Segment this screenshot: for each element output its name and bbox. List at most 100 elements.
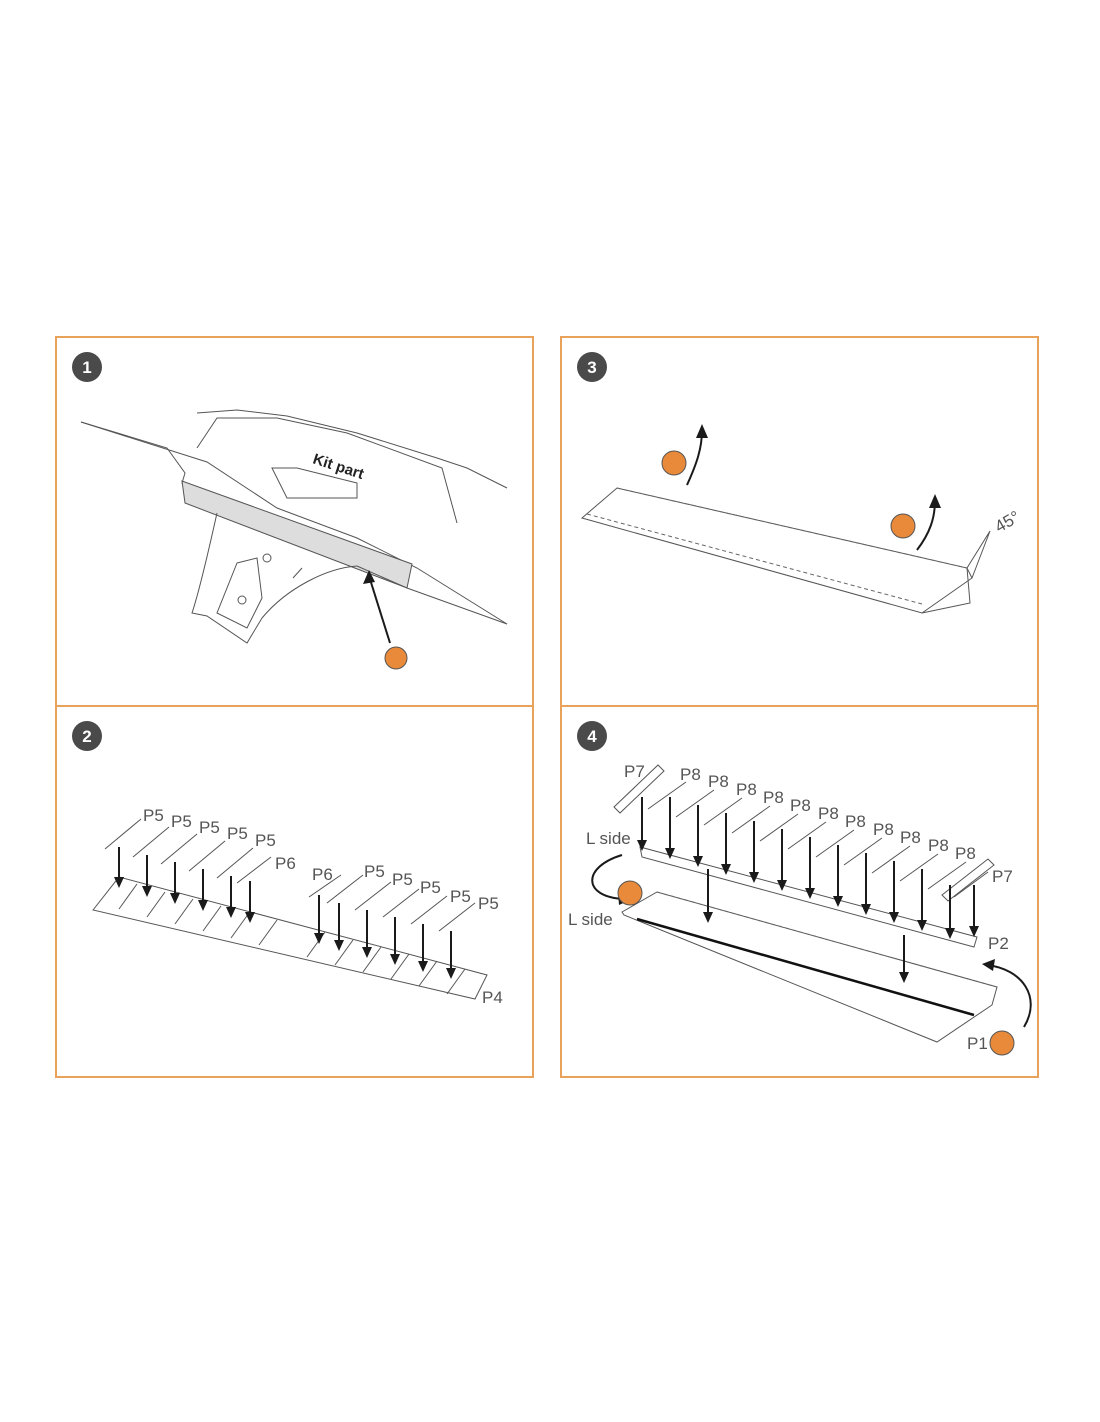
- angle-label: 45°: [992, 507, 1024, 536]
- arrowhead: [861, 904, 871, 915]
- part-label: P5: [478, 894, 499, 913]
- arrowhead: [390, 954, 400, 965]
- part-p5: [160, 833, 198, 865]
- strip-dividers: [118, 883, 466, 995]
- shaded-strip: [181, 480, 413, 589]
- part-label: P7: [624, 762, 645, 781]
- angle-guide: [966, 530, 991, 579]
- rib-arrows: [637, 797, 979, 939]
- step-4-diagram: 4 P7 P8 P8 P8 P8 P8 P8 P8 P8: [568, 721, 1032, 1056]
- arrowhead: [334, 940, 344, 951]
- arrowhead: [226, 907, 236, 918]
- part-label: P6: [312, 865, 333, 884]
- part-p5: [354, 881, 392, 911]
- divider: [146, 891, 166, 918]
- arrowhead: [889, 912, 899, 923]
- step-number-badge: [72, 352, 102, 382]
- arrowhead: [363, 570, 375, 584]
- part-label: P5: [143, 806, 164, 825]
- slot: [292, 567, 303, 579]
- part-label: P8: [928, 836, 949, 855]
- part-label: P8: [900, 828, 921, 847]
- arrowhead: [929, 494, 941, 508]
- arrowhead: [703, 912, 713, 923]
- fuselage-top: [196, 409, 508, 489]
- divider: [202, 905, 222, 932]
- step-1-diagram: 1 Kit part: [72, 352, 508, 670]
- step-number-badge: [577, 352, 607, 382]
- step-number: 2: [82, 727, 91, 746]
- part-p8: [899, 853, 939, 882]
- part-p8: [953, 871, 989, 898]
- arrowhead: [982, 959, 995, 971]
- rib-parts: P7 P8 P8 P8 P8 P8 P8 P8 P8 P8 P8 P8 P8: [613, 762, 1013, 902]
- part-p5: [132, 826, 170, 858]
- part-label: P8: [708, 772, 729, 791]
- fairing-panel: [216, 557, 263, 629]
- arrowhead: [665, 848, 675, 859]
- hole: [262, 553, 272, 563]
- part-p5: [216, 847, 254, 879]
- p1-label: P1: [967, 1034, 988, 1053]
- lower-fairing: [191, 512, 358, 644]
- part-label: P8: [818, 804, 839, 823]
- glue-icon: [384, 646, 408, 670]
- part-label: P5: [392, 870, 413, 889]
- part-p8: [871, 845, 911, 874]
- right-parts-group: P6 P5 P5 P5 P5 P5: [308, 862, 499, 979]
- part-label: P5: [255, 831, 276, 850]
- step-number: 3: [587, 358, 596, 377]
- step-number-badge: [72, 721, 102, 751]
- arrowhead: [314, 933, 324, 944]
- part-label: P8: [873, 820, 894, 839]
- arrowhead: [721, 864, 731, 875]
- flip-arrow: [591, 854, 625, 900]
- part-p5: [438, 902, 476, 932]
- fold-icon: [661, 450, 687, 476]
- l-side-label: L side: [568, 910, 613, 929]
- fold-line: [586, 513, 923, 605]
- glue-line: [636, 917, 975, 1017]
- part-label: P6: [275, 854, 296, 873]
- divider: [118, 883, 138, 910]
- arrowhead: [945, 928, 955, 939]
- step-3-panel: 3 45°: [560, 336, 1039, 707]
- part-p5: [410, 895, 448, 925]
- step-number: 1: [82, 358, 91, 377]
- part-label: P8: [790, 796, 811, 815]
- l-side-label: L side: [586, 829, 631, 848]
- arrowhead: [245, 912, 255, 923]
- step-2-diagram: 2 P5 P5: [72, 721, 503, 1007]
- arrowhead: [749, 872, 759, 883]
- arrowhead: [777, 880, 787, 891]
- fold-icon: [890, 513, 916, 539]
- part-p8: [927, 861, 967, 890]
- flap-part-outline: [580, 487, 973, 614]
- part-p6: [308, 874, 342, 898]
- divider: [258, 919, 278, 946]
- arrowhead: [198, 900, 208, 911]
- base-strip-p4: [92, 876, 488, 1000]
- arrowhead: [833, 896, 843, 907]
- part-p8: [787, 821, 827, 850]
- part-p8: [647, 781, 687, 810]
- part-p6: [236, 856, 272, 884]
- part-label: P8: [955, 844, 976, 863]
- flip-arrow: [986, 964, 1032, 1028]
- part-p5: [188, 840, 226, 872]
- arrowhead: [969, 926, 979, 937]
- part-p8: [815, 829, 855, 858]
- step-4-panel: 4 P7 P8 P8 P8 P8 P8 P8 P8 P8: [560, 705, 1039, 1078]
- part-p7: [613, 764, 665, 814]
- part-label: P5: [364, 862, 385, 881]
- part-label: P5: [171, 812, 192, 831]
- flap-end: [921, 567, 971, 614]
- step-number-badge: [577, 721, 607, 751]
- arrowhead: [446, 968, 456, 979]
- divider: [446, 968, 466, 995]
- arrowhead: [114, 877, 124, 888]
- step-1-panel: 1 Kit part: [55, 336, 534, 707]
- fold-line: [616, 487, 968, 569]
- part-label: P8: [680, 765, 701, 784]
- arrowhead: [696, 424, 708, 438]
